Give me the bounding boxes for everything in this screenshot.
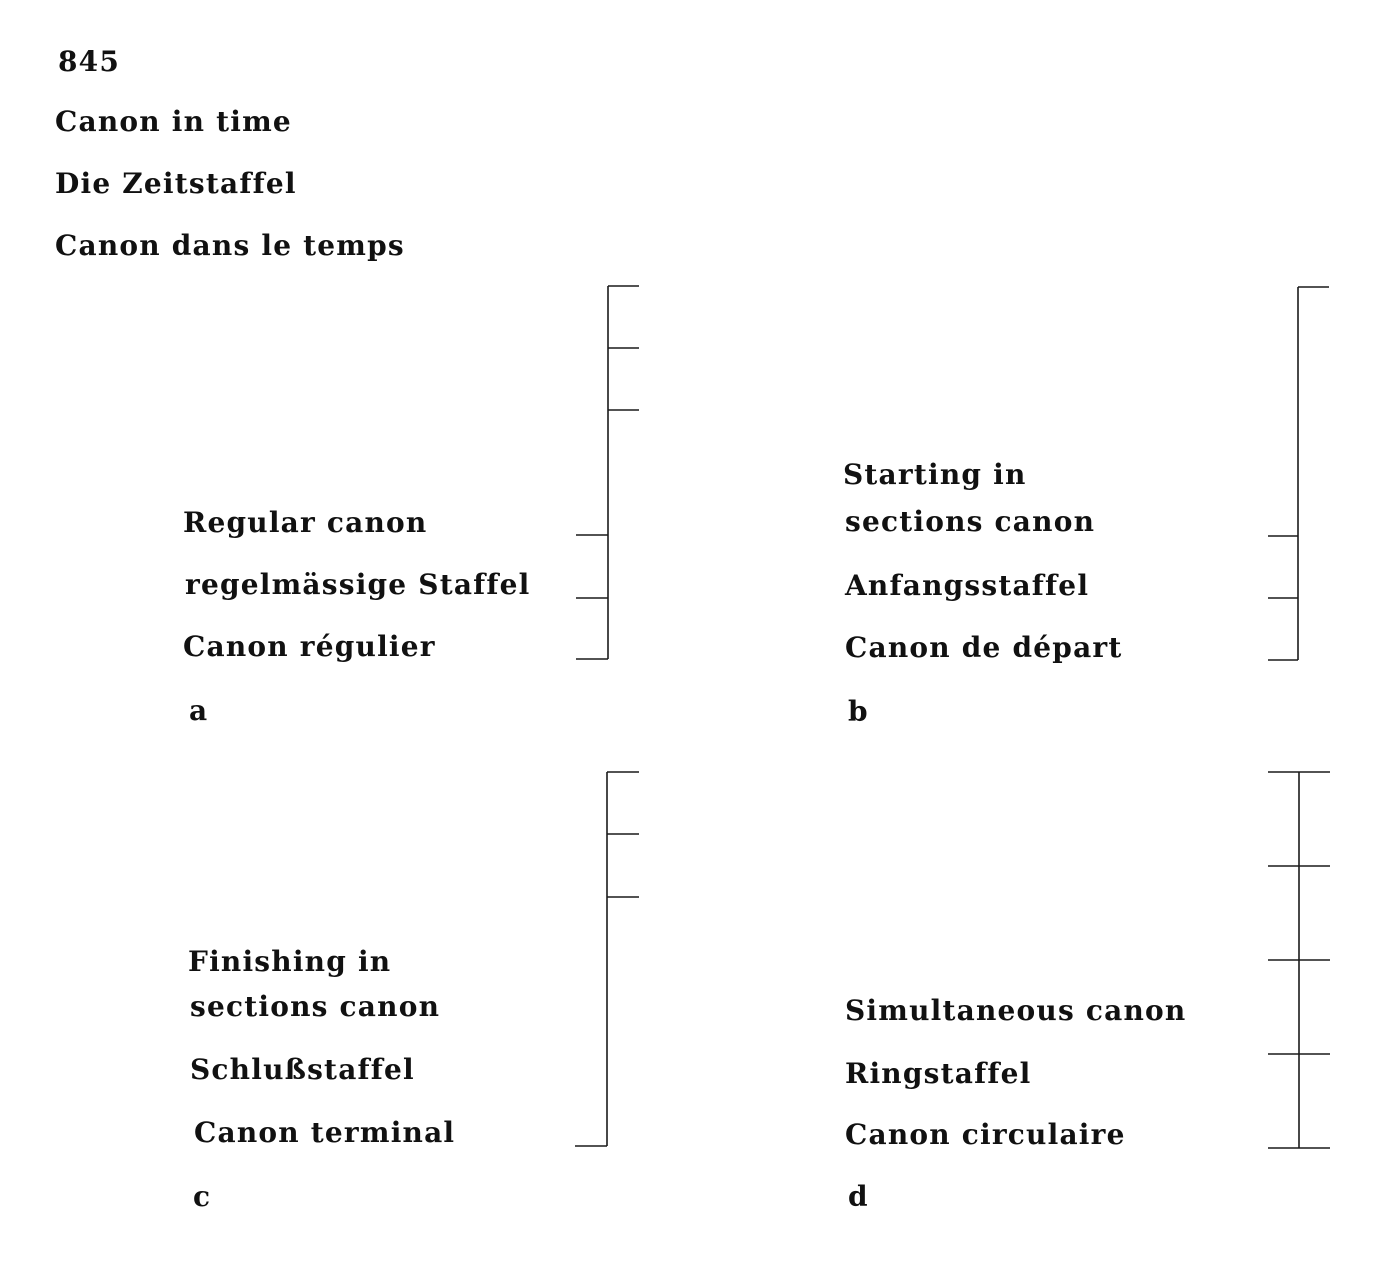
- panel-d-label-english: Simultaneous canon: [845, 994, 1187, 1027]
- panel-a-label-english: Regular canon: [183, 506, 428, 539]
- panel-a-letter: a: [189, 694, 209, 727]
- panel-c-label-german: Schlußstaffel: [190, 1053, 415, 1086]
- title-german: Die Zeitstaffel: [55, 167, 297, 200]
- panel-b-diagram: [1268, 286, 1329, 661]
- panel-c-label-english-line2: sections canon: [190, 990, 441, 1023]
- panel-d-diagram: [1268, 771, 1330, 1149]
- panel-d-label-german: Ringstaffel: [845, 1057, 1032, 1090]
- panel-d-letter: d: [848, 1180, 869, 1213]
- panel-a-diagram: [576, 285, 639, 660]
- panel-b-letter: b: [848, 695, 869, 728]
- panel-c-label-french: Canon terminal: [194, 1116, 456, 1149]
- panel-d-label-french: Canon circulaire: [845, 1118, 1126, 1151]
- title-french: Canon dans le temps: [55, 229, 405, 262]
- panel-c-letter: c: [193, 1180, 212, 1213]
- panel-b-label-french: Canon de départ: [845, 631, 1123, 664]
- panel-b-label-english-line2: sections canon: [845, 505, 1096, 538]
- panel-a-label-german: regelmässige Staffel: [185, 568, 531, 601]
- panel-b-label-german: Anfangsstaffel: [845, 569, 1090, 602]
- panel-b-label-english-line1: Starting in: [843, 458, 1027, 491]
- panel-c-diagram: [575, 771, 639, 1147]
- panel-c-label-english-line1: Finishing in: [188, 945, 392, 978]
- title-english: Canon in time: [55, 105, 292, 138]
- panel-a-label-french: Canon régulier: [183, 630, 436, 663]
- page-number: 845: [58, 45, 121, 78]
